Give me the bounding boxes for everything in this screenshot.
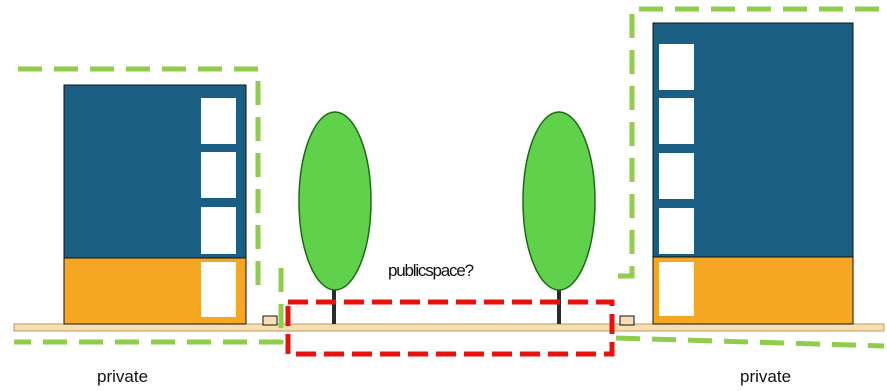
ground-marker <box>262 315 278 326</box>
private-boundary-right-lower <box>615 335 885 349</box>
tree-trunk <box>557 286 561 324</box>
tree-right <box>522 111 596 324</box>
tree-trunk <box>332 286 336 324</box>
right-building-window <box>659 153 694 199</box>
private-boundary-left <box>18 66 261 295</box>
private-boundary-right <box>616 6 879 279</box>
private-label-left: private <box>97 367 148 386</box>
tree-crown <box>522 111 596 291</box>
tree-crown <box>298 111 372 291</box>
ground-strip <box>13 323 885 332</box>
left-building <box>63 84 247 325</box>
public-space-label: publicspace? <box>388 261 474 280</box>
right-building-window <box>659 262 694 316</box>
right-building-window <box>659 208 694 254</box>
left-building-window <box>201 98 236 144</box>
private-boundary-left-lower <box>14 268 284 345</box>
right-building-window <box>659 98 694 144</box>
left-building-window <box>201 262 236 317</box>
left-building-window <box>201 207 236 254</box>
left-building-window <box>201 152 236 198</box>
private-label-right: private <box>740 367 791 386</box>
ground-marker <box>619 315 635 326</box>
right-building <box>652 22 854 325</box>
tree-left <box>298 111 372 324</box>
right-building-window <box>659 44 694 90</box>
public-space-boundary <box>285 299 615 357</box>
